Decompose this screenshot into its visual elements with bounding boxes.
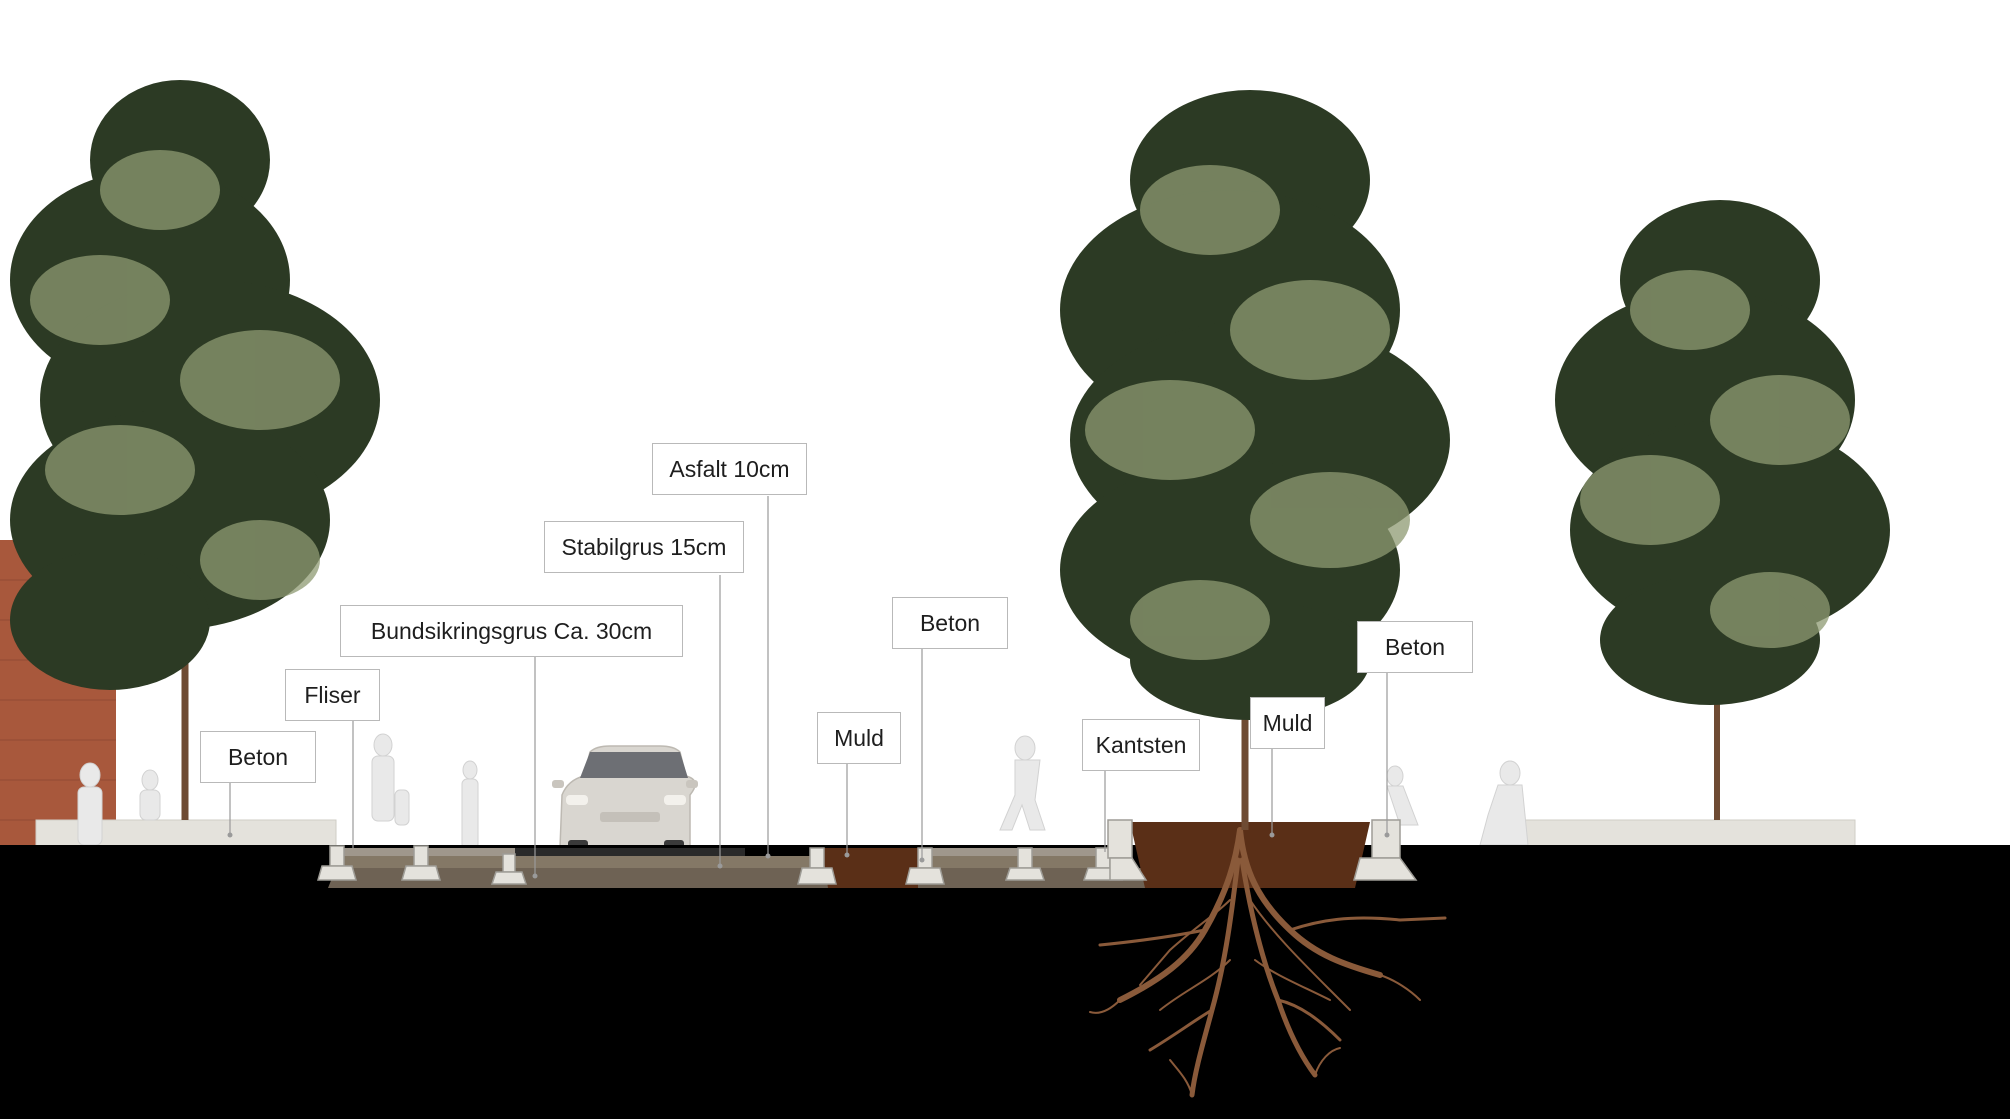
label-stabilgrus: Stabilgrus 15cm (544, 521, 744, 573)
tree-left (10, 80, 380, 820)
car (552, 745, 698, 854)
tree-roots (1089, 827, 1447, 1098)
concrete-wall-right (1509, 819, 1856, 847)
curbs (317, 819, 1418, 885)
tree-right (1555, 200, 1890, 820)
label-fliser: Fliser (285, 669, 380, 721)
muld-bed-mid (822, 848, 918, 888)
label-beton-mid: Beton (892, 597, 1008, 649)
paving-layer-mid (930, 848, 1100, 856)
leader-lines (229, 496, 1388, 876)
label-asfalt: Asfalt 10cm (652, 443, 807, 495)
ground (0, 845, 2010, 1119)
tree-center (1060, 90, 1450, 830)
label-muld-right: Muld (1250, 697, 1325, 749)
label-muld-mid: Muld (817, 712, 901, 764)
leader-dots (227, 832, 1390, 879)
label-beton-right: Beton (1357, 621, 1473, 673)
label-kantsten: Kantsten (1082, 719, 1200, 771)
muld-bed-right (1130, 822, 1370, 888)
people-silhouettes (77, 733, 1529, 850)
label-beton-left: Beton (200, 731, 316, 783)
asfalt-layer (515, 848, 745, 856)
stabilgrus-layer (336, 856, 1110, 868)
label-bundsikringsgrus: Bundsikringsgrus Ca. 30cm (340, 605, 683, 657)
